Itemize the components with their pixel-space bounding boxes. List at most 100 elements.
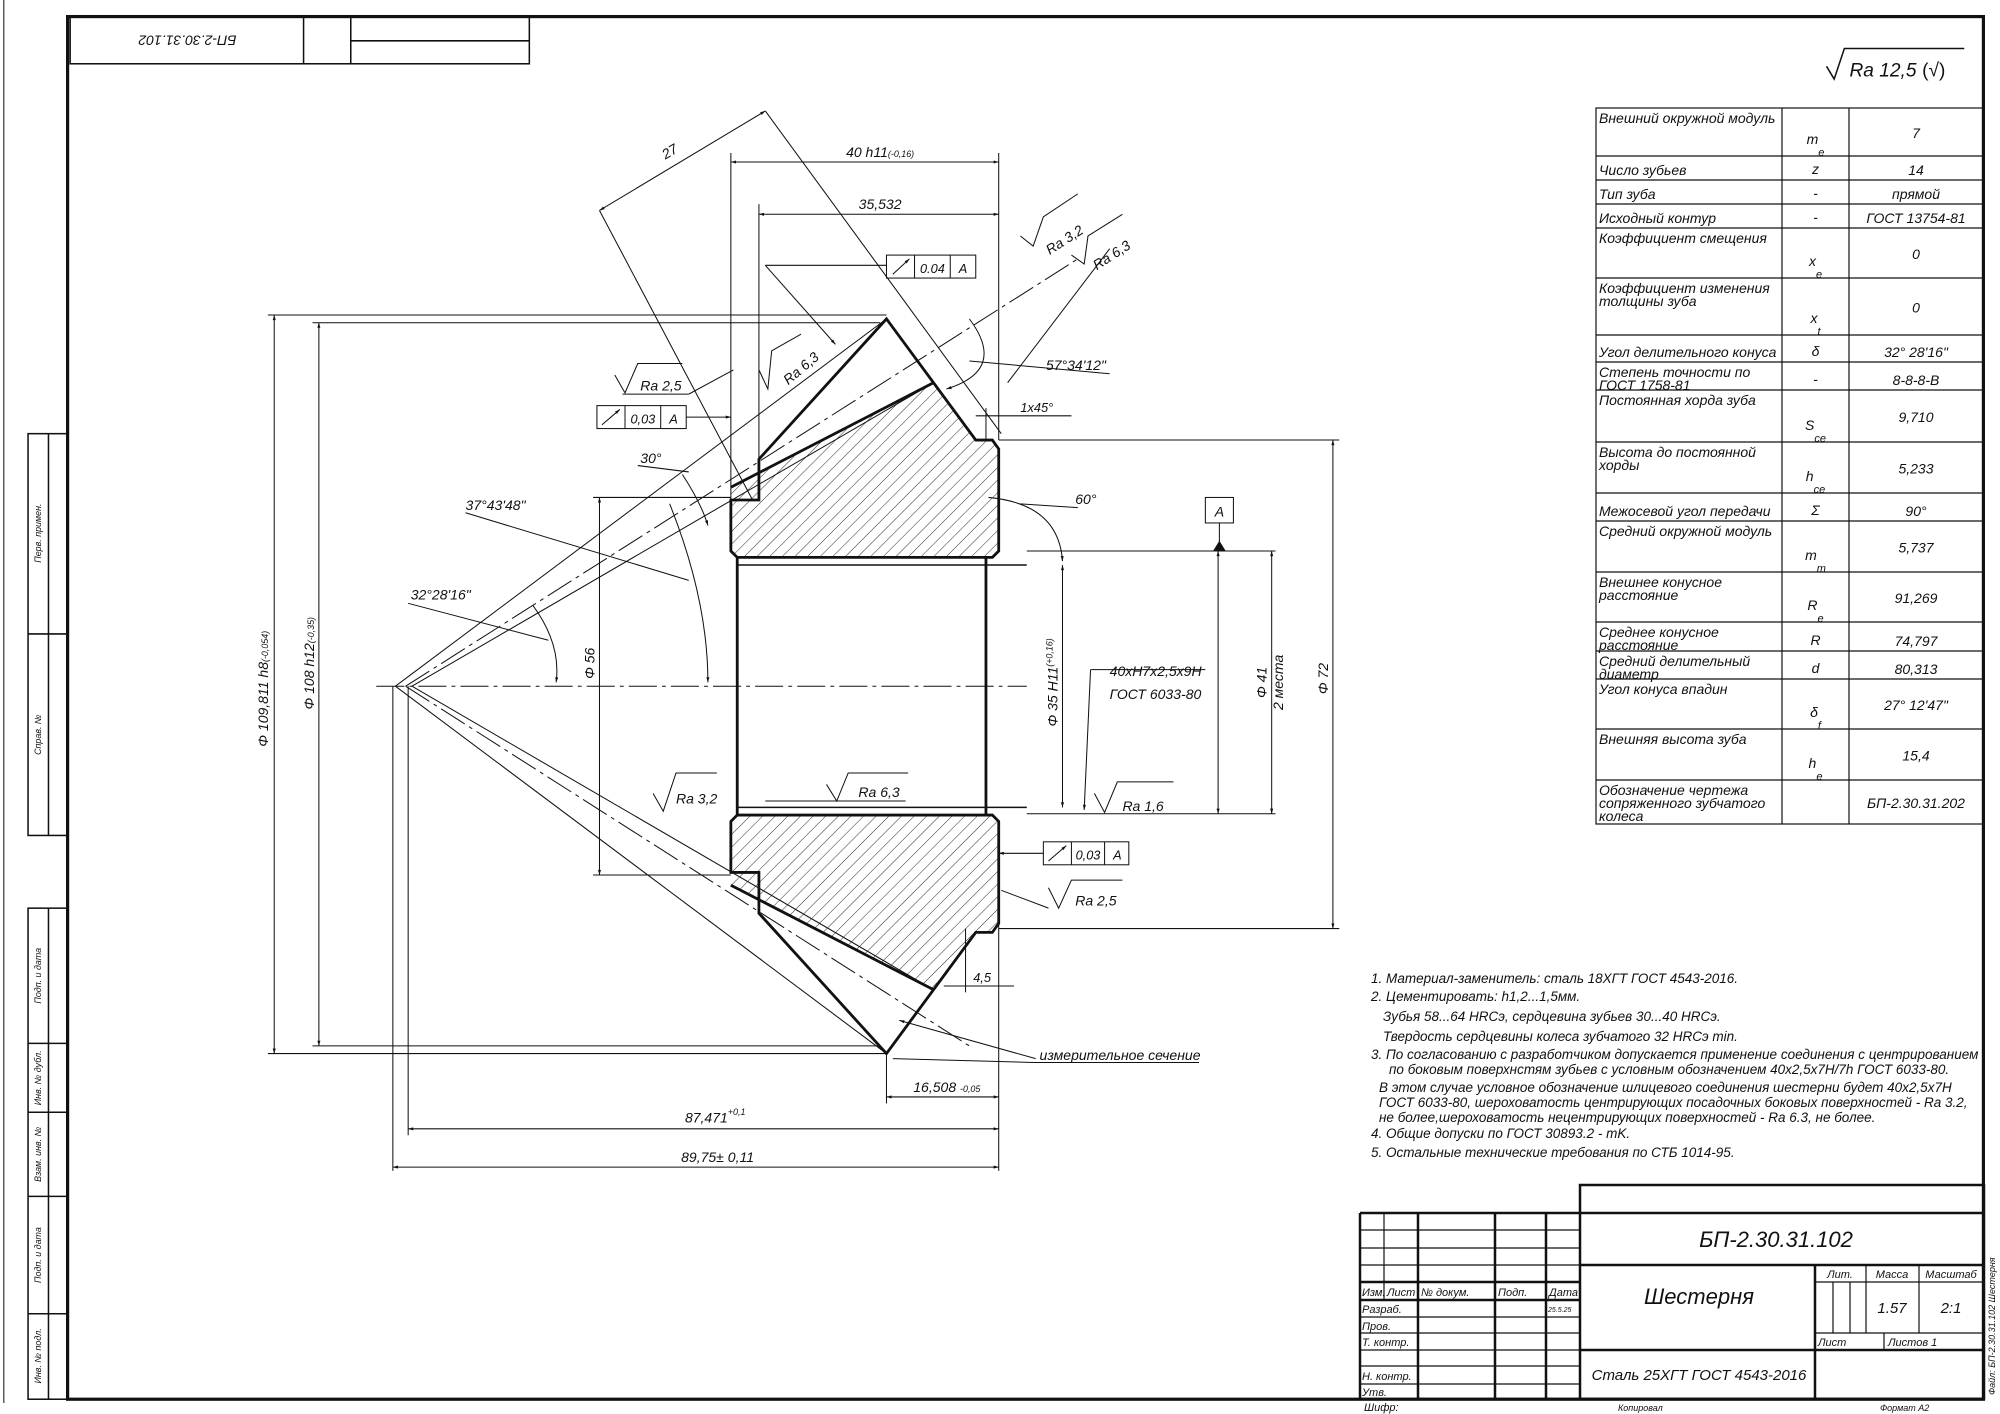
roughness-label: Ra 3,2 bbox=[676, 791, 717, 807]
side-label: Перв. примен. bbox=[33, 504, 43, 563]
dim-diameter-108: Φ 108 h12(-0,35) bbox=[301, 617, 317, 710]
param-symbol: Re bbox=[1807, 597, 1823, 625]
param-symbol: δf bbox=[1810, 704, 1822, 732]
scale-label: Масштаб bbox=[1925, 1269, 1977, 1281]
general-roughness: Ra 12,5 (√) bbox=[1825, 47, 1965, 82]
runout-frame: 0,03 A bbox=[998, 841, 1130, 866]
roughness-label: Ra 6,3 bbox=[1090, 237, 1134, 273]
side-label: Инв. № подл. bbox=[33, 1328, 43, 1383]
param-name: толщины зуба bbox=[1599, 293, 1697, 309]
dim-diameter-41-note: 2 места bbox=[1270, 655, 1286, 711]
roughness-label: Ra 1,6 bbox=[1122, 798, 1163, 814]
tolerance-datum: A bbox=[668, 411, 678, 426]
param-name: Постоянная хорда зуба bbox=[1599, 392, 1756, 408]
note-line: 1. Материал-заменитель: сталь 18ХГТ ГОСТ… bbox=[1371, 971, 1738, 986]
note-line: не более,шероховатость нецентрирующих по… bbox=[1379, 1110, 1875, 1125]
table-row: Тип зуба - прямой bbox=[1599, 185, 1940, 202]
side-label: Инв. № дубл. bbox=[33, 1050, 43, 1105]
side-strip: Перв. примен. Справ. № Подп. и дата Инв.… bbox=[27, 432, 69, 1400]
param-symbol: he bbox=[1809, 755, 1823, 783]
scale-value: 2:1 bbox=[1940, 1300, 1962, 1317]
roughness-label: Ra 2,5 bbox=[1075, 893, 1116, 909]
top-stamp: БП-2.30.31.102 bbox=[69, 15, 531, 65]
dim-8975: 89,75± 0,11 bbox=[681, 1149, 754, 1165]
header-doc: № докум. bbox=[1421, 1287, 1469, 1299]
param-name: расстояние bbox=[1598, 587, 1679, 603]
tolerance-datum: A bbox=[1112, 848, 1122, 863]
datum-a: A bbox=[1204, 496, 1234, 552]
copied-label: Копировал bbox=[1618, 1403, 1663, 1413]
param-value: 90° bbox=[1905, 503, 1927, 519]
param-symbol: xe bbox=[1808, 253, 1822, 281]
side-label: Взам. инв. № bbox=[33, 1126, 43, 1181]
runout-icon bbox=[1048, 845, 1067, 862]
roughness-label: Ra 2,5 bbox=[640, 377, 681, 393]
param-name: ГОСТ 1758-81 bbox=[1599, 377, 1691, 393]
dim-angle-60: 60° bbox=[1075, 491, 1097, 507]
dim-chamfer: 1x45° bbox=[1020, 400, 1053, 415]
param-symbol: Sce bbox=[1805, 417, 1826, 445]
param-value: 0 bbox=[1912, 300, 1920, 316]
roughness-label: Ra 6,3 bbox=[858, 784, 899, 800]
gear-section bbox=[376, 248, 1111, 1056]
param-value: 80,313 bbox=[1895, 661, 1938, 677]
table-row: Средний окружной модуль mm 5,737 bbox=[1599, 523, 1935, 575]
param-value: ГОСТ 13754-81 bbox=[1866, 210, 1965, 226]
param-symbol: Σ bbox=[1810, 502, 1820, 518]
dim-27: 27 bbox=[658, 140, 681, 163]
header-sign: Подп. bbox=[1498, 1287, 1527, 1299]
param-name: Угол делительного конуса bbox=[1598, 344, 1777, 360]
tolerance-value: 0,03 bbox=[630, 411, 655, 426]
note-line: 5. Остальные технические требования по С… bbox=[1371, 1145, 1735, 1160]
param-symbol: - bbox=[1813, 209, 1818, 225]
param-value: 7 bbox=[1912, 125, 1921, 141]
note-line: В этом случае условное обозначение шлице… bbox=[1379, 1080, 1952, 1095]
param-name: Тип зуба bbox=[1599, 186, 1656, 202]
stamp-designation-inverted: БП-2.30.31.102 bbox=[138, 33, 236, 49]
param-symbol: δ bbox=[1812, 343, 1820, 359]
runout-icon bbox=[601, 409, 621, 426]
table-row: Межосевой угол передачи Σ 90° bbox=[1599, 502, 1927, 519]
param-value: 74,797 bbox=[1895, 633, 1939, 649]
param-symbol: d bbox=[1812, 660, 1821, 676]
param-name: Средний окружной модуль bbox=[1599, 523, 1772, 539]
param-value: 5,737 bbox=[1898, 540, 1934, 556]
file-label: Файл: БП-2.30.31.102 Шестерня bbox=[1987, 1257, 1997, 1395]
param-value: 15,4 bbox=[1902, 748, 1929, 764]
param-symbol: - bbox=[1813, 371, 1818, 387]
part-material: Сталь 25ХГТ ГОСТ 4543-2016 bbox=[1592, 1367, 1807, 1384]
title-block: Изм. Лист № докум. Подп. Дата Разраб. Пр… bbox=[1358, 1183, 1997, 1414]
dim-4-5: 4,5 bbox=[973, 970, 992, 985]
role-tech-control: Т. контр. bbox=[1362, 1337, 1409, 1349]
param-name: сопряженного зубчатого bbox=[1599, 795, 1765, 811]
pitch-cone-line bbox=[405, 258, 1079, 687]
param-symbol: mm bbox=[1805, 547, 1826, 575]
general-roughness-label: Ra 12,5 bbox=[1849, 61, 1916, 82]
param-value: 9,710 bbox=[1898, 409, 1933, 425]
dim-diameter-35: Φ 35 H11(+0,16) bbox=[1044, 638, 1060, 726]
param-name: хорды bbox=[1598, 457, 1640, 473]
table-row: Угол делительного конуса δ 32° 28'16" bbox=[1598, 343, 1949, 360]
roughness-label: Ra 3,2 bbox=[1043, 222, 1087, 258]
param-value: прямой bbox=[1892, 186, 1940, 202]
param-name: Степень точности по bbox=[1599, 364, 1750, 380]
note-line: Твердость сердцевины колеса зубчатого 32… bbox=[1383, 1029, 1738, 1044]
param-value: 32° 28'16" bbox=[1884, 344, 1949, 360]
param-symbol: - bbox=[1813, 185, 1818, 201]
drawing-designation: БП-2.30.31.102 bbox=[1699, 1227, 1853, 1252]
dim-diameter-41: Φ 41 bbox=[1254, 667, 1270, 698]
param-value: 27° 12'47" bbox=[1883, 697, 1949, 713]
sheets-count: Листов 1 bbox=[1887, 1337, 1937, 1349]
param-name: Коэффициент смещения bbox=[1599, 230, 1767, 246]
spline-standard: ГОСТ 6033-80 bbox=[1110, 686, 1202, 702]
param-name: Межосевой угол передачи bbox=[1599, 503, 1771, 519]
